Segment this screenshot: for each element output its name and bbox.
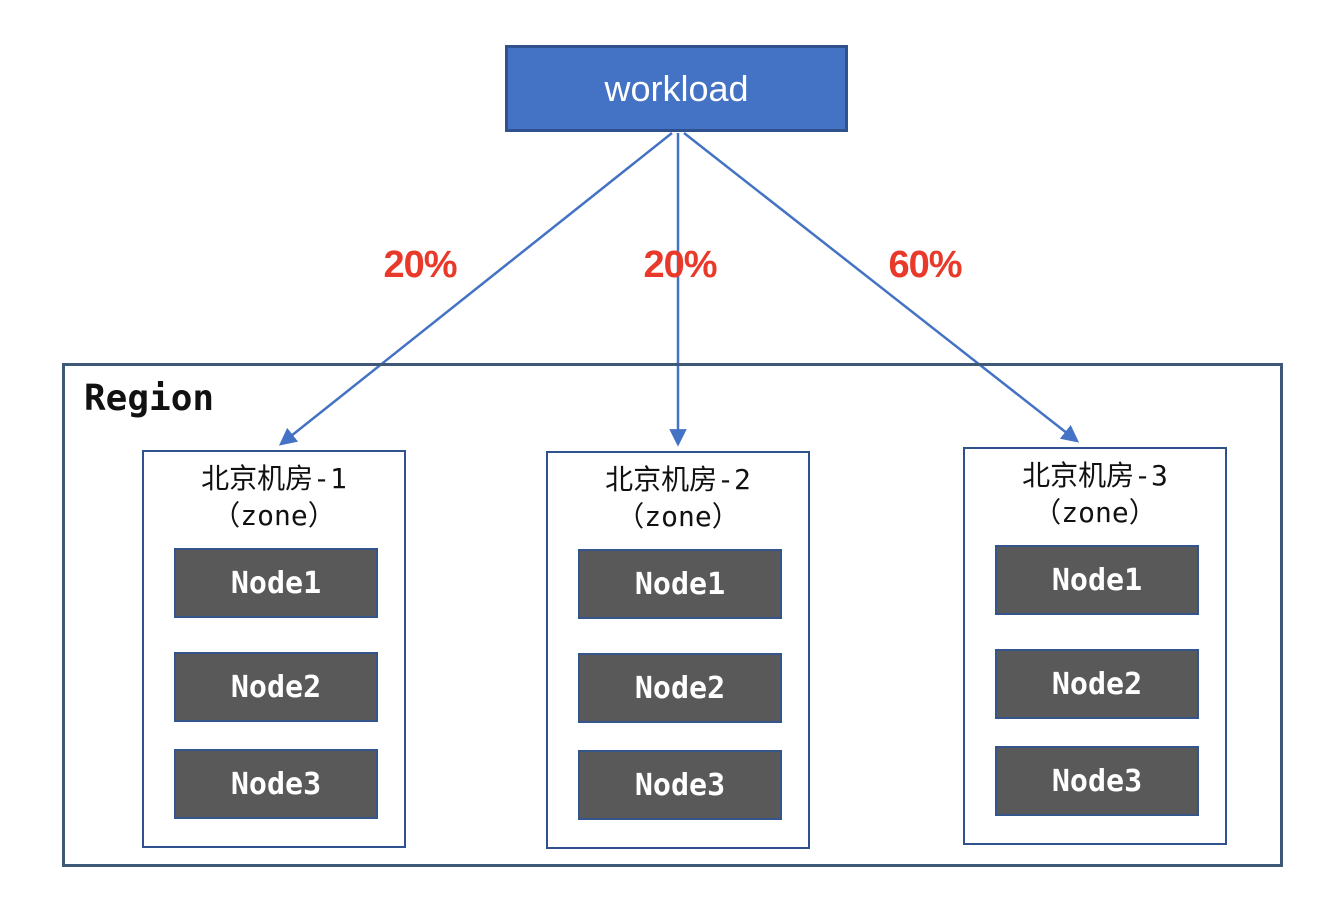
zone-box-1: 北京机房-1 （zone） Node1 Node2 Node3 bbox=[142, 450, 406, 848]
zone-1-node-1: Node1 bbox=[174, 548, 378, 618]
traffic-split-zone-2: 20% bbox=[643, 244, 717, 286]
region-box bbox=[62, 363, 1283, 867]
zone-3-type-label: （zone） bbox=[1033, 496, 1157, 529]
zone-box-3: 北京机房-3 （zone） Node1 Node2 Node3 bbox=[963, 447, 1227, 845]
zone-3-node-2: Node2 bbox=[995, 649, 1199, 719]
traffic-split-zone-3: 60% bbox=[888, 244, 962, 286]
zone-1-node-3: Node3 bbox=[174, 749, 378, 819]
zone-2-type-label: （zone） bbox=[616, 500, 740, 533]
workload-label: workload bbox=[604, 67, 749, 109]
region-label: Region bbox=[84, 378, 215, 419]
zone-1-type-label: （zone） bbox=[212, 499, 336, 532]
zone-1-name: 北京机房-1 bbox=[201, 462, 347, 495]
traffic-split-zone-1: 20% bbox=[383, 244, 457, 286]
zone-1-node-2: Node2 bbox=[174, 652, 378, 722]
zone-3-node-1: Node1 bbox=[995, 545, 1199, 615]
zone-3-node-3: Node3 bbox=[995, 746, 1199, 816]
arrow-to-zone-3 bbox=[683, 132, 1080, 443]
zone-2-name: 北京机房-2 bbox=[605, 463, 751, 496]
zone-box-2: 北京机房-2 （zone） Node1 Node2 Node3 bbox=[546, 451, 810, 849]
zone-3-name: 北京机房-3 bbox=[1022, 459, 1168, 492]
workload-box: workload bbox=[505, 45, 848, 132]
zone-2-node-2: Node2 bbox=[578, 653, 782, 723]
zone-2-node-1: Node1 bbox=[578, 549, 782, 619]
arrow-to-zone-1 bbox=[278, 132, 673, 446]
zone-2-node-3: Node3 bbox=[578, 750, 782, 820]
